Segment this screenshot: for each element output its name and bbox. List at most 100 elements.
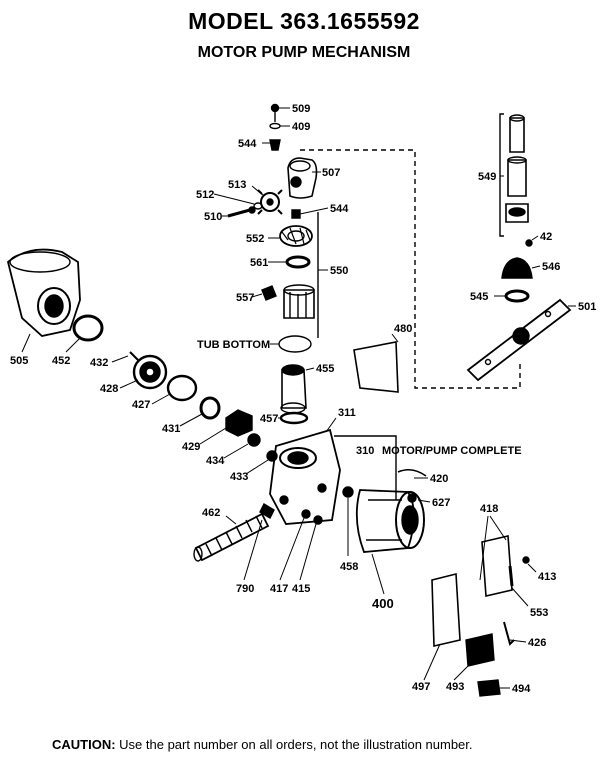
part-544-nipple-lower (291, 209, 301, 219)
bracket-310 (334, 435, 397, 500)
label-497: 497 (412, 681, 430, 693)
label-501: 501 (578, 301, 596, 313)
label-544-lower: 544 (330, 203, 349, 215)
caution-note: CAUTION: Use the part number on all orde… (52, 737, 473, 752)
label-494: 494 (512, 683, 531, 695)
part-431-ring (199, 396, 221, 420)
label-42: 42 (540, 231, 552, 243)
part-432-pin (129, 351, 139, 361)
part-480-shield (353, 341, 399, 393)
part-462-hose (193, 512, 270, 562)
label-452: 452 (52, 355, 70, 367)
label-417: 417 (270, 583, 288, 595)
part-544-nipple (269, 139, 281, 151)
part-455-coupling (280, 364, 307, 414)
label-432: 432 (90, 357, 108, 369)
part-546-cap (501, 257, 533, 279)
part-42-screw (525, 239, 533, 247)
part-429-nut (225, 409, 253, 437)
label-509: 509 (292, 103, 310, 115)
label-510: 510 (204, 211, 222, 223)
label-550: 550 (330, 265, 348, 277)
part-415-washer (313, 515, 323, 525)
label-553: 553 (530, 607, 548, 619)
label-457: 457 (260, 413, 278, 425)
part-457-clamp (279, 411, 309, 425)
part-553-spring (508, 565, 514, 587)
part-420-wire (397, 468, 427, 477)
part-512-washer (253, 202, 263, 210)
part-561-ring (285, 255, 311, 269)
label-429: 429 (182, 441, 200, 453)
label-409: 409 (292, 121, 310, 133)
leader-lines (21, 107, 576, 689)
part-507-housing (287, 157, 318, 199)
part-557-strainer (261, 284, 315, 319)
label-552: 552 (246, 233, 264, 245)
label-455: 455 (316, 363, 334, 375)
label-493: 493 (446, 681, 464, 693)
label-557: 557 (236, 292, 254, 304)
part-417-screw (301, 509, 311, 519)
label-549: 549 (478, 171, 496, 183)
part-311-pump-body (269, 428, 341, 525)
part-552-seal (279, 225, 313, 247)
part-458-washer (342, 486, 354, 498)
label-546: 546 (542, 261, 560, 273)
part-493-relay (465, 633, 495, 667)
label-tub-bottom: TUB BOTTOM (197, 339, 270, 351)
label-413: 413 (538, 571, 556, 583)
dashed-connector (300, 149, 521, 389)
part-428-pulley (132, 354, 168, 390)
tub-bottom-ring (278, 335, 312, 353)
part-505-drain-housing (6, 248, 81, 337)
part-494-cover (477, 679, 501, 697)
part-452-clamp (72, 314, 104, 342)
part-413-clip (522, 556, 530, 564)
caution-text: Use the part number on all orders, not t… (115, 737, 473, 752)
label-418: 418 (480, 503, 498, 515)
label-310: 310 (356, 445, 374, 457)
label-427: 427 (132, 399, 150, 411)
diagram-subtitle: MOTOR PUMP MECHANISM (197, 44, 411, 61)
label-512: 512 (196, 189, 214, 201)
part-418-bracket (481, 535, 513, 597)
part-434-gear (247, 433, 261, 447)
label-420: 420 (430, 473, 448, 485)
label-544-upper: 544 (238, 138, 257, 150)
label-428: 428 (100, 383, 118, 395)
part-400-motor (355, 489, 425, 553)
label-790: 790 (236, 583, 254, 595)
part-510-screw (227, 206, 256, 218)
part-545-ring (504, 289, 530, 303)
label-545: 545 (470, 291, 488, 303)
label-434: 434 (206, 455, 225, 467)
part-426-pin (503, 621, 515, 646)
part-513-impeller (257, 189, 283, 215)
label-513: 513 (228, 179, 246, 191)
label-433: 433 (230, 471, 248, 483)
part-509-screw (270, 103, 280, 122)
label-561: 561 (250, 257, 268, 269)
diagram-title: MODEL 363.1655592 (188, 8, 420, 34)
label-480: 480 (394, 323, 412, 335)
part-497-bracket (431, 572, 461, 647)
part-790-clamp (259, 503, 275, 519)
label-507: 507 (322, 167, 340, 179)
part-549-seal-stack (499, 113, 529, 237)
label-311: 311 (338, 407, 356, 419)
label-400: 400 (372, 596, 394, 611)
label-431: 431 (162, 423, 180, 435)
label-462: 462 (202, 507, 220, 519)
label-415: 415 (292, 583, 310, 595)
label-458: 458 (340, 561, 358, 573)
label-505: 505 (10, 355, 28, 367)
part-409-washer (269, 122, 281, 130)
label-motor-pump-complete: MOTOR/PUMP COMPLETE (382, 445, 522, 457)
part-427-gasket (166, 374, 198, 402)
label-426: 426 (528, 637, 546, 649)
label-627: 627 (432, 497, 450, 509)
caution-label: CAUTION: (52, 737, 116, 752)
part-501-lever (466, 298, 572, 382)
